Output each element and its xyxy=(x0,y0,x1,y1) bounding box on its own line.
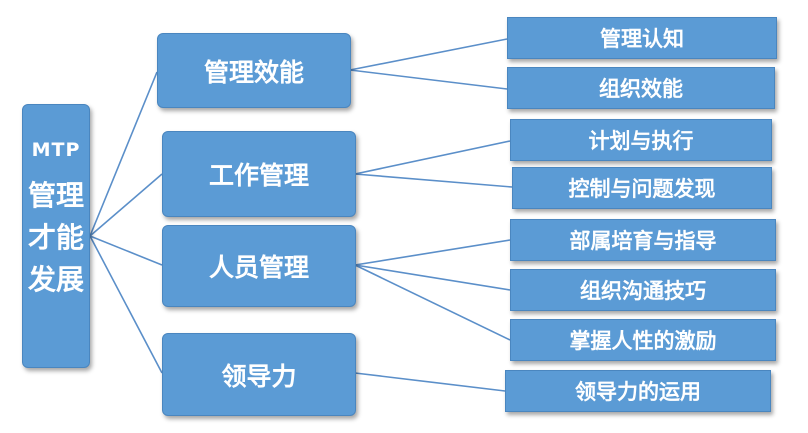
connector-root-to-branch-2 xyxy=(89,173,163,237)
root-title-line-3: 发展 xyxy=(27,263,84,296)
leaf-node-1-1: 管理认知 xyxy=(507,17,777,59)
connector-root-to-branch-3 xyxy=(89,235,163,266)
branch-node-3: 人员管理 xyxy=(162,225,356,307)
connector-branch-3-to-leaf-3 xyxy=(354,264,511,341)
root-acronym: MTP xyxy=(31,139,81,161)
connector-branch-2-to-leaf-1 xyxy=(354,140,511,175)
branch-node-4: 领导力 xyxy=(162,333,356,416)
root-title-line-2: 才能 xyxy=(27,221,84,254)
connector-root-to-branch-1 xyxy=(89,71,158,237)
leaf-node-3-3: 掌握人性的激励 xyxy=(510,319,776,361)
connector-root-to-branch-4 xyxy=(89,235,163,374)
connector-branch-3-to-leaf-2 xyxy=(354,264,511,291)
branch-node-2: 工作管理 xyxy=(162,131,356,217)
root-node: MTP 管理 才能 发展 xyxy=(22,104,90,368)
connector-branch-1-to-leaf-1 xyxy=(349,38,508,71)
branch-node-1: 管理效能 xyxy=(157,33,351,108)
leaf-node-3-1: 部属培育与指导 xyxy=(510,219,776,261)
connector-branch-3-to-leaf-1 xyxy=(354,239,511,266)
leaf-node-1-2: 组织效能 xyxy=(507,67,775,109)
leaf-node-4-1: 领导力的运用 xyxy=(505,370,771,412)
connector-branch-1-to-leaf-2 xyxy=(349,69,508,90)
connector-branch-2-to-leaf-2 xyxy=(354,173,513,188)
root-title-line-1: 管理 xyxy=(27,179,84,212)
leaf-node-2-2: 控制与问题发现 xyxy=(512,167,772,209)
leaf-node-2-1: 计划与执行 xyxy=(510,119,772,161)
leaf-node-3-2: 组织沟通技巧 xyxy=(510,269,776,311)
connector-branch-4-to-leaf-1 xyxy=(354,372,506,392)
